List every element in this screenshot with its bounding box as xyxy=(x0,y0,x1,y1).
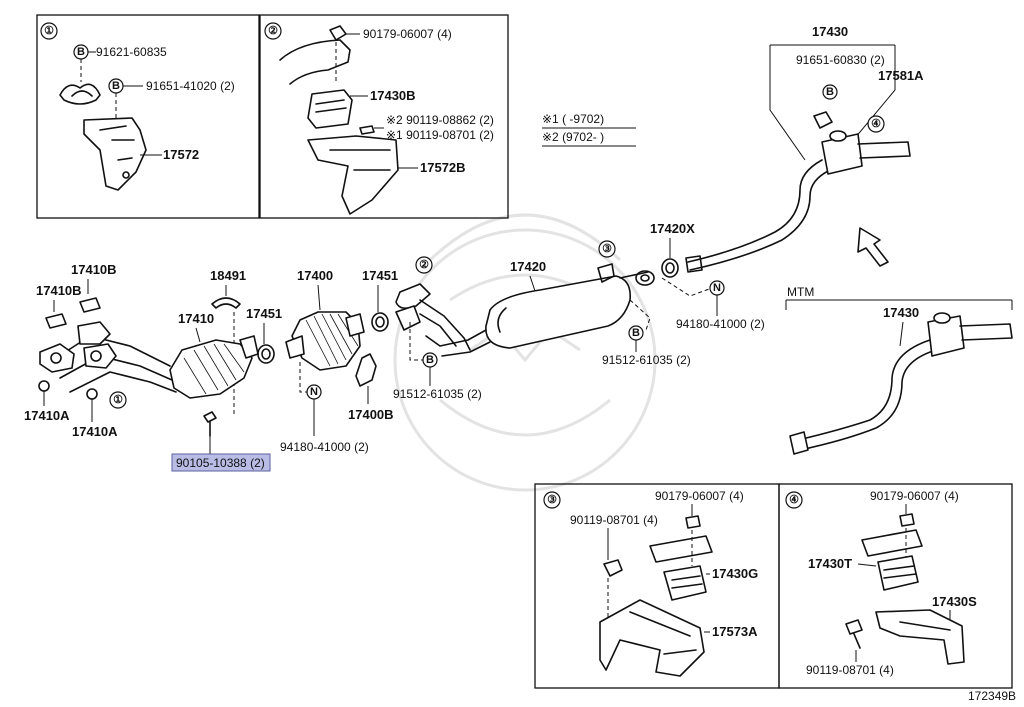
label-94180-41000-mid: 94180-41000 (2) xyxy=(280,440,369,454)
label-90119-08862: ※2 90119-08862 (2) xyxy=(386,113,494,127)
section-marker-2: ② xyxy=(268,25,278,37)
mtm-tail-pipe: MTM 17430 xyxy=(785,285,1013,455)
label-17410A-b: 17410A xyxy=(72,424,118,439)
variant-legend: ※1 ( -9702) ※2 (9702- ) xyxy=(542,112,636,147)
inset-panel-2: ② 90179-06007 (4) 17430B ※2 90119-08862 … xyxy=(259,14,509,219)
callout-b-icon: B xyxy=(826,86,834,98)
inset-panel-1: ① B 91621-60835 B 91651-41020 (2) 17572 xyxy=(36,14,260,219)
label-90105-10388[interactable]: 90105-10388 (2) xyxy=(176,456,265,470)
legend-variant-2: ※2 (9702- ) xyxy=(542,130,604,144)
muffler-17420: 17420 ③ B 91512-61035 (2) xyxy=(425,240,691,367)
section-marker-3: ③ xyxy=(547,494,557,506)
label-17430-top: 17430 xyxy=(812,24,848,39)
label-17572B: 17572B xyxy=(420,160,466,175)
section-marker-1: ① xyxy=(44,25,54,37)
callout-b-icon: B xyxy=(426,354,434,366)
callout-b-icon: B xyxy=(77,46,85,58)
label-94180-41000-right: 94180-41000 (2) xyxy=(676,317,765,331)
label-17410B-a: 17410B xyxy=(71,262,117,277)
label-90179-06007-top: 90179-06007 (4) xyxy=(363,27,452,41)
tail-pipe-assembly: 17430 91651-60830 (2) 17581A B ④ xyxy=(685,24,924,273)
callout-n-icon: N xyxy=(310,386,318,398)
label-91651-60830: 91651-60830 (2) xyxy=(796,53,885,67)
label-91651-41020: 91651-41020 (2) xyxy=(146,79,235,93)
label-17430B: 17430B xyxy=(370,88,416,103)
diagram-id: 172349B xyxy=(968,689,1016,703)
section-marker-1: ① xyxy=(113,394,123,406)
label-17572: 17572 xyxy=(163,147,199,162)
label-17581A: 17581A xyxy=(878,68,924,83)
label-17420X: 17420X xyxy=(650,221,695,236)
label-90119-08701-s4: 90119-08701 (4) xyxy=(806,663,894,677)
front-pipe-section: ② B 91512-61035 (2) 17451 xyxy=(362,256,482,401)
label-17430G: 17430G xyxy=(712,566,758,581)
label-17451-mid: 17451 xyxy=(362,268,398,283)
label-90119-08701-s3: 90119-08701 (4) xyxy=(570,513,658,527)
section-marker-4: ④ xyxy=(789,494,799,506)
section-marker-4: ④ xyxy=(871,118,881,130)
label-91512-61035-mid: 91512-61035 (2) xyxy=(393,387,482,401)
callout-b-icon: B xyxy=(632,327,640,339)
label-17410A-a: 17410A xyxy=(24,408,70,423)
inset-panel-4: ④ 90179-06007 (4) 17430T 17430S 90119-08… xyxy=(778,483,1013,689)
label-17420: 17420 xyxy=(510,259,546,274)
callout-n-icon: N xyxy=(713,282,721,294)
label-90179-06007-s3: 90179-06007 (4) xyxy=(655,489,744,503)
label-mtm: MTM xyxy=(787,285,814,299)
label-91512-61035-right: 91512-61035 (2) xyxy=(602,353,691,367)
label-17410: 17410 xyxy=(178,311,214,326)
label-17451-left: 17451 xyxy=(246,306,282,321)
watermark-crest xyxy=(393,213,657,492)
inset-panel-3: ③ 90179-06007 (4) 90119-08701 (4) 17430G… xyxy=(534,483,780,689)
manifold-converter-17410: 18491 17410 17451 ① 90105-10388 (2) 1741… xyxy=(24,262,282,472)
label-17430-mtm: 17430 xyxy=(883,305,919,320)
label-18491: 18491 xyxy=(210,268,246,283)
section-marker-2: ② xyxy=(419,259,429,271)
section-marker-3: ③ xyxy=(602,243,612,255)
gasket-17420x: 17420X N 94180-41000 (2) xyxy=(650,221,765,331)
callout-b-icon: B xyxy=(112,80,120,92)
legend-variant-1: ※1 ( -9702) xyxy=(542,112,604,126)
label-17410B-b: 17410B xyxy=(36,283,82,298)
label-91621-60835: 91621-60835 xyxy=(96,45,167,59)
label-90179-06007-s4: 90179-06007 (4) xyxy=(870,489,959,503)
label-17430S: 17430S xyxy=(932,594,977,609)
highlighted-part-box[interactable] xyxy=(171,453,271,472)
label-17573A: 17573A xyxy=(712,624,758,639)
catalytic-converter-17400: 17400 N 94180-41000 (2) 17400B xyxy=(280,268,394,454)
label-17430T: 17430T xyxy=(808,556,852,571)
label-17400: 17400 xyxy=(297,268,333,283)
label-90119-08701-top: ※1 90119-08701 (2) xyxy=(386,128,494,142)
label-17400B: 17400B xyxy=(348,407,394,422)
